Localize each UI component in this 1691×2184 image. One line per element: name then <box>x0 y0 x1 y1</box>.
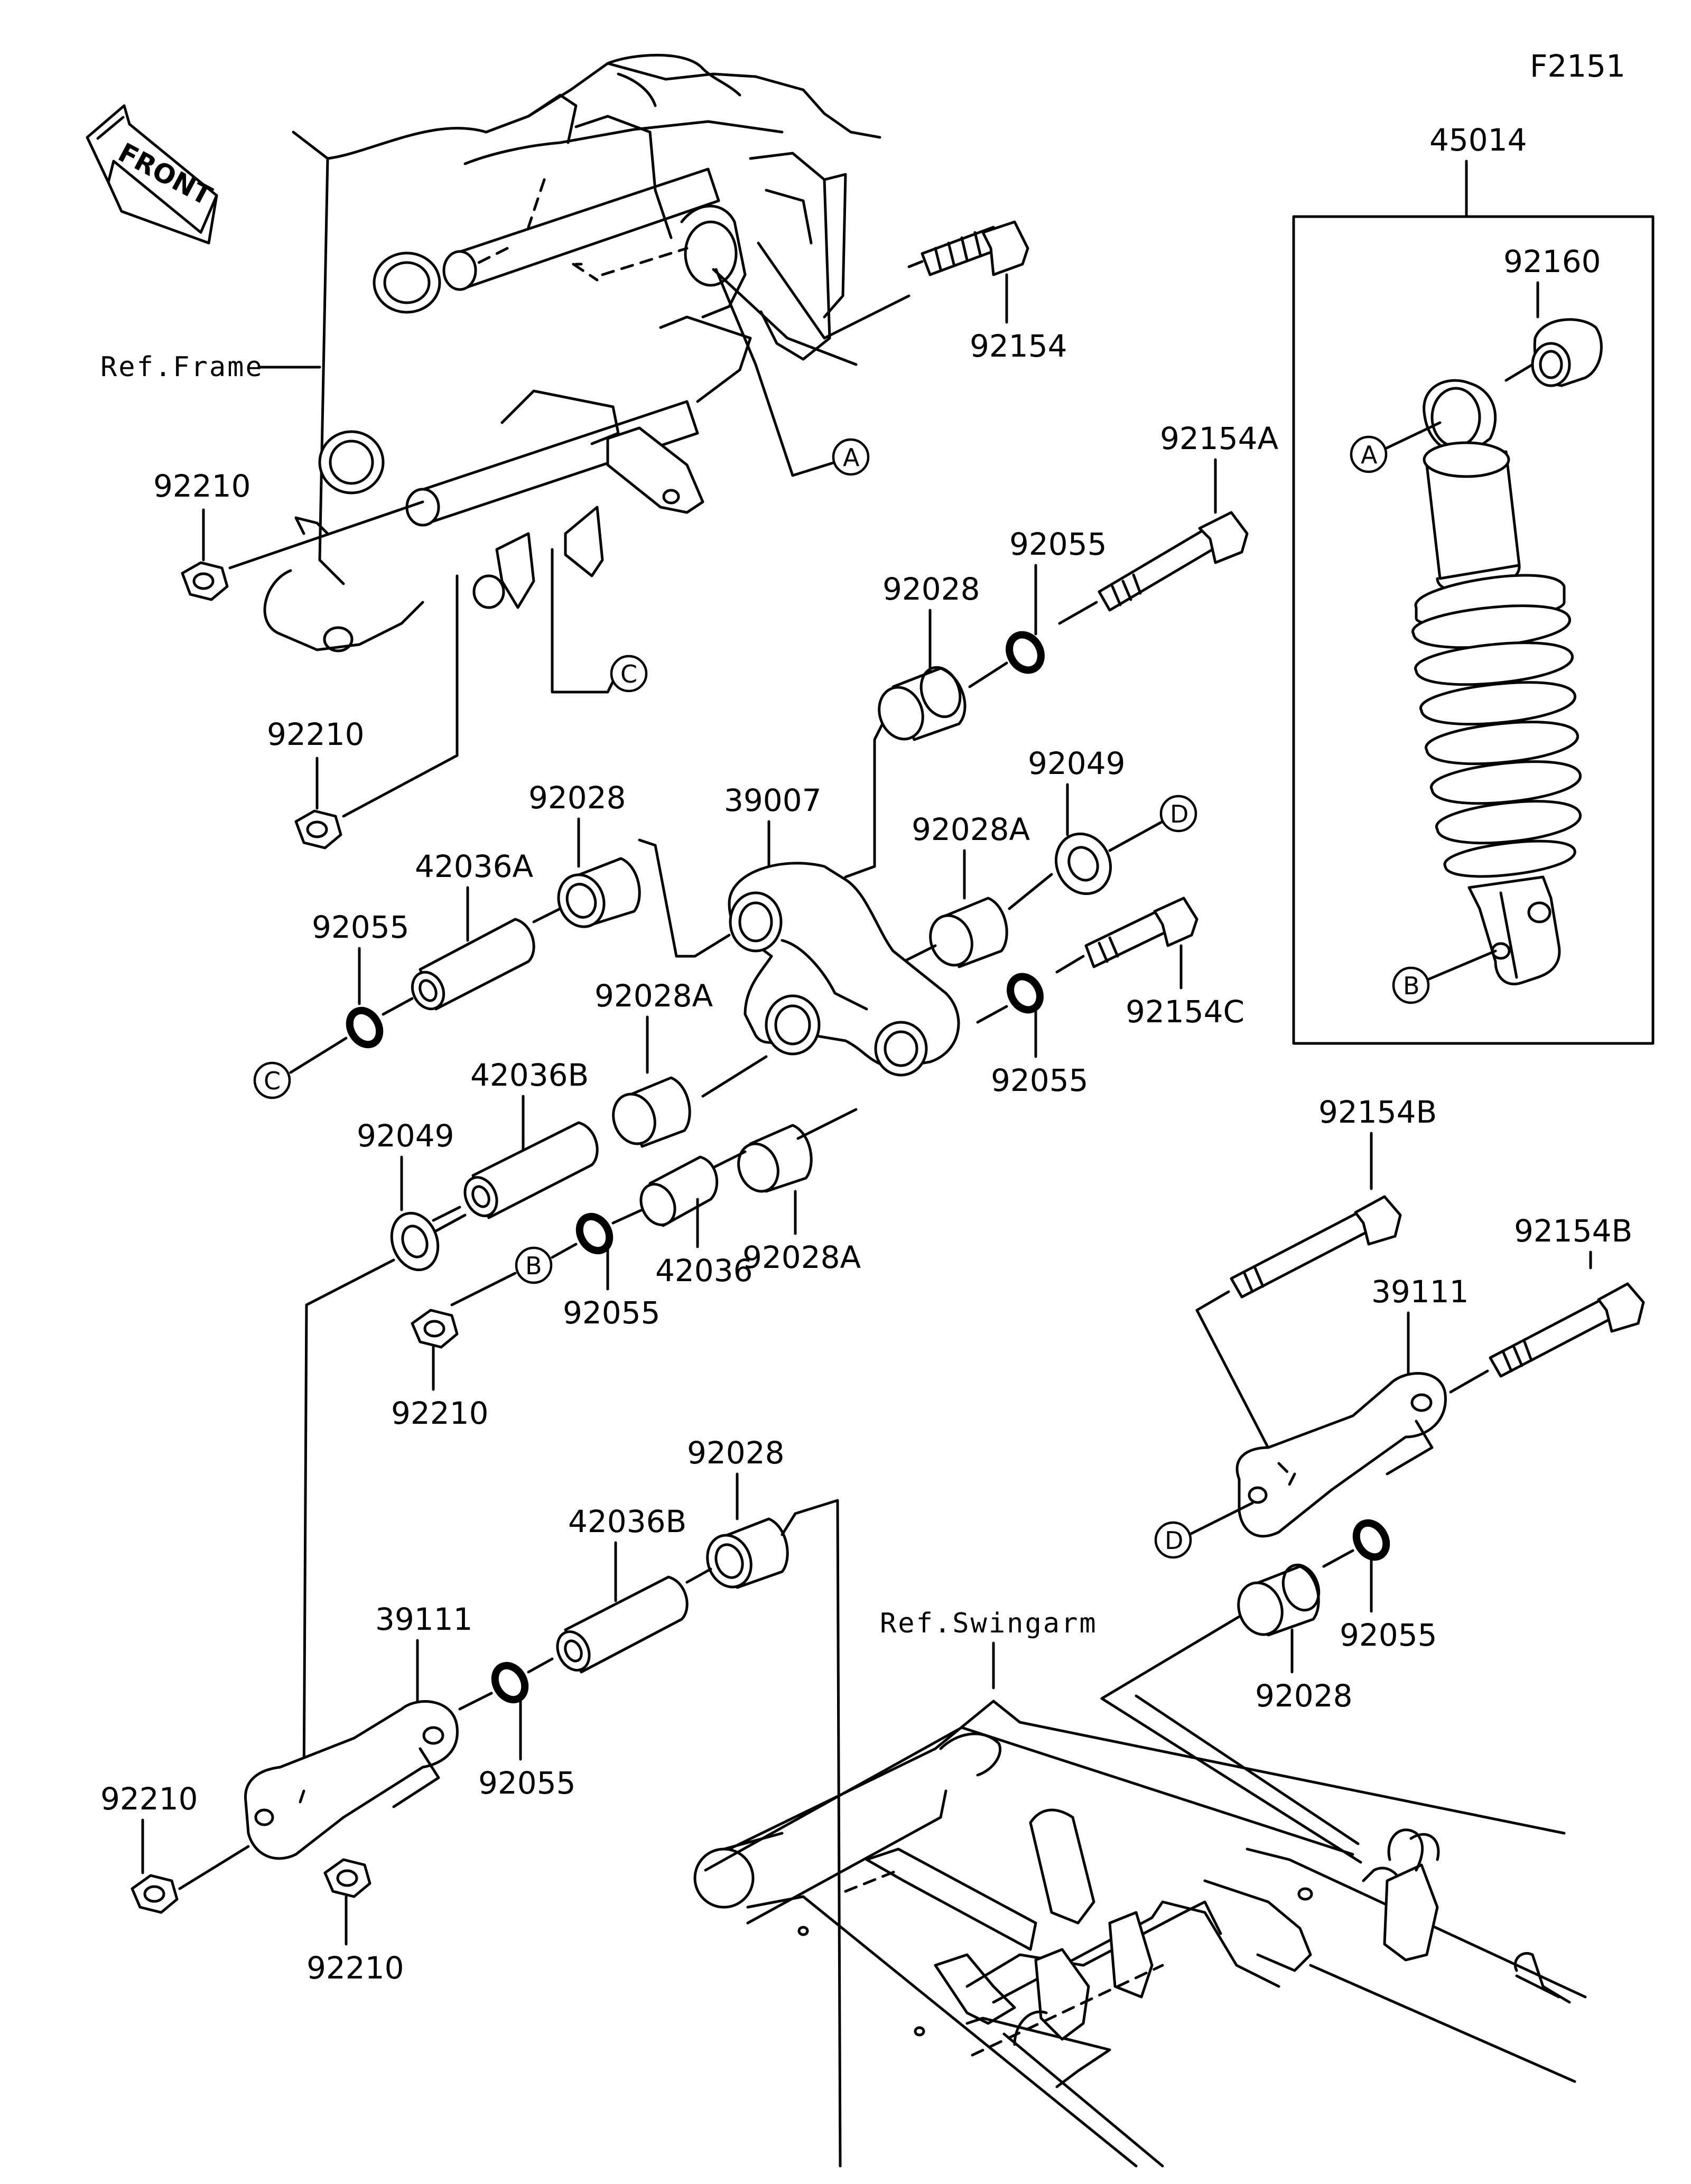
collar-42036 <box>639 1155 719 1227</box>
collar-42036B-2 <box>556 1575 689 1674</box>
figure-code: F2151 <box>1530 48 1625 84</box>
label-92154A: 92154A <box>1160 421 1279 456</box>
label-92055-4: 92055 <box>563 1295 661 1331</box>
oring-92055-4 <box>575 1212 614 1255</box>
washer-92049-1 <box>1054 832 1112 895</box>
swingarm-drawing <box>693 1694 1587 2168</box>
collar-42036B-1 <box>463 1121 599 1219</box>
bracket-39111-1 <box>1235 1372 1447 1538</box>
label-92049-2: 92049 <box>357 1118 454 1154</box>
callout-d-lower <box>1154 1521 1192 1559</box>
label-42036B-2: 42036B <box>568 1504 686 1539</box>
label-92154B-2: 92154B <box>1514 1213 1632 1249</box>
bushing-92028A-3 <box>737 1124 813 1193</box>
callout-b-shock <box>1392 966 1430 1004</box>
callout-c-left <box>253 1061 291 1099</box>
label-39007: 39007 <box>724 782 822 818</box>
oring-92055-3 <box>346 1006 384 1049</box>
label-92028-1: 92028 <box>882 571 980 607</box>
oring-92055-2 <box>1007 973 1044 1014</box>
washer-92049-2 <box>390 1211 440 1272</box>
svg-text:C: C <box>620 660 637 688</box>
oring-92055-6 <box>491 1662 529 1704</box>
bracket-39111-2 <box>244 1700 459 1860</box>
label-92055-6: 92055 <box>478 1765 576 1801</box>
callout-c-frame <box>610 655 648 693</box>
label-92049-1: 92049 <box>1028 745 1126 781</box>
label-92210-3: 92210 <box>391 1395 489 1431</box>
bolt-92154 <box>907 220 1029 276</box>
bushing-92028A-2 <box>612 1076 691 1148</box>
svg-text:D: D <box>1170 800 1188 828</box>
label-92055-2: 92055 <box>991 1062 1089 1098</box>
label-45014: 45014 <box>1429 122 1527 158</box>
callout-b-left <box>515 1246 553 1284</box>
frame-drawing <box>263 53 881 652</box>
label-92154: 92154 <box>970 328 1067 364</box>
bushing-92160 <box>1531 318 1603 387</box>
nut-92210-2 <box>294 809 342 850</box>
bushing-92028-2 <box>557 857 641 928</box>
label-92055-1: 92055 <box>1009 526 1107 562</box>
nut-92210-4 <box>131 1874 179 1914</box>
label-42036: 42036 <box>655 1253 753 1289</box>
svg-text:C: C <box>264 1067 281 1095</box>
label-92210-5: 92210 <box>306 1950 404 1986</box>
shock-absorber-45014 <box>1411 379 1582 986</box>
label-92028-4: 92028 <box>687 1435 785 1471</box>
label-42036A: 42036A <box>415 848 534 884</box>
callout-d-upper <box>1159 795 1197 833</box>
label-92028A-3: 92028A <box>742 1239 861 1275</box>
label-92154B-1: 92154B <box>1318 1094 1437 1130</box>
label-92028A-2: 92028A <box>594 978 713 1014</box>
bushing-92028A-1 <box>929 897 1008 968</box>
bolt-92154B-2 <box>1489 1282 1645 1378</box>
label-92055-3: 92055 <box>312 909 410 945</box>
label-92154C: 92154C <box>1126 994 1244 1030</box>
bolt-92154B-1 <box>1230 1195 1402 1299</box>
ref-frame-label: Ref.Frame <box>100 351 264 383</box>
bolt-92154A <box>1098 511 1249 612</box>
label-39111-1: 39111 <box>1371 1274 1469 1310</box>
oring-92055-1 <box>1006 631 1045 674</box>
label-92055-5: 92055 <box>1340 1617 1437 1653</box>
label-92210-4: 92210 <box>100 1781 198 1817</box>
shock-absorber-box <box>1292 215 1655 1045</box>
ref-swingarm-label: Ref.Swingarm <box>880 1608 1098 1639</box>
callout-a-shock <box>1350 435 1388 473</box>
bushing-92028-3 <box>1237 1563 1321 1637</box>
label-92028-2: 92028 <box>528 780 626 816</box>
nut-92210-5 <box>323 1858 371 1898</box>
label-92160: 92160 <box>1503 244 1601 279</box>
svg-text:A: A <box>843 443 860 472</box>
bushing-92028-1 <box>878 666 967 741</box>
collar-42036A <box>411 918 535 1011</box>
label-92028A-1: 92028A <box>912 811 1030 847</box>
callout-a-frame <box>832 438 870 476</box>
svg-text:D: D <box>1165 1526 1183 1555</box>
svg-text:B: B <box>1403 972 1420 1000</box>
label-42036B-1: 42036B <box>470 1057 589 1093</box>
nut-92210-3 <box>411 1309 459 1349</box>
label-92210-1: 92210 <box>153 468 251 504</box>
bushing-92028-4 <box>706 1517 789 1589</box>
svg-text:B: B <box>525 1252 542 1280</box>
nut-92210-1 <box>181 561 229 601</box>
label-92028-3: 92028 <box>1255 1678 1353 1714</box>
label-92210-2: 92210 <box>267 716 365 752</box>
label-39111-2: 39111 <box>375 1601 473 1637</box>
svg-text:A: A <box>1361 441 1378 469</box>
oring-92055-5 <box>1352 1519 1390 1561</box>
link-39007 <box>728 862 960 1077</box>
bolt-92154C <box>1084 897 1198 968</box>
front-arrow-icon: FRONT <box>86 104 218 245</box>
